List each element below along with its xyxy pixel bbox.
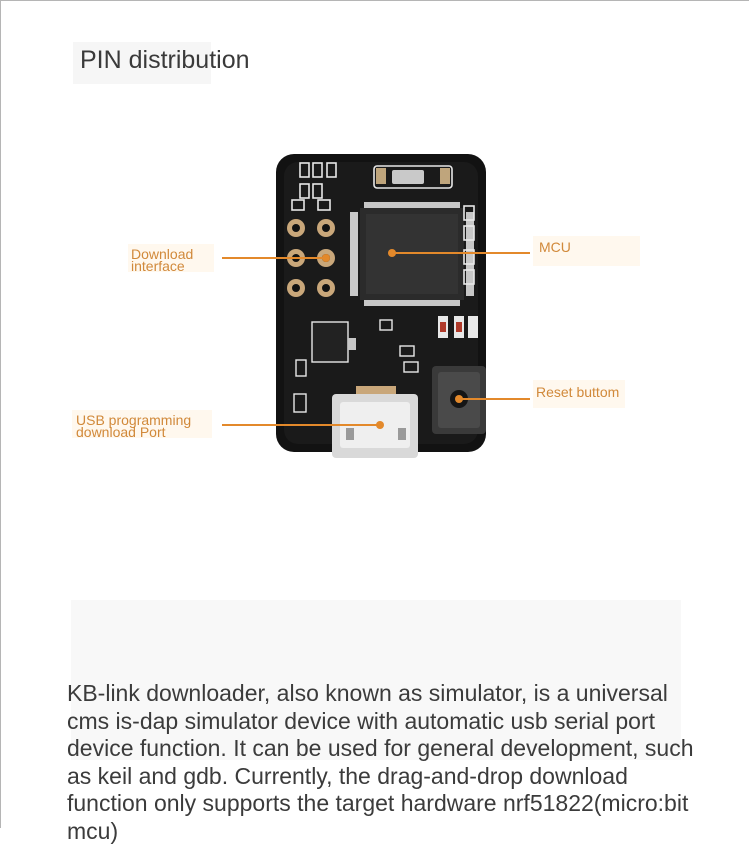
title-background [73, 42, 211, 84]
reset-label-bg [533, 380, 625, 408]
usb-port-line1: USB programming [76, 412, 192, 428]
crystal [392, 170, 424, 184]
download-interface-line2: interface [131, 258, 185, 274]
board-figure: Download interface MCU Reset buttom USB … [72, 154, 640, 458]
download-interface-label: Download interface [131, 246, 194, 274]
description-background [71, 600, 681, 760]
callout-usb [222, 421, 384, 429]
description-paragraph: KB-link downloader, also known as simula… [67, 680, 694, 844]
callout-download [222, 254, 330, 262]
top-left-components [291, 162, 337, 211]
callout-mcu [388, 249, 530, 257]
frame-left-border [0, 0, 1, 828]
download-interface-line1: Download [131, 246, 194, 262]
mcu-label: MCU [539, 239, 571, 255]
reset-button-line1: Reset buttom [536, 384, 620, 400]
led-pads [438, 316, 478, 338]
reset-button-label: Reset buttom [536, 384, 620, 400]
board-image [222, 154, 530, 458]
mcu-label-bg [533, 236, 640, 266]
download-label-bg [128, 244, 214, 272]
usb-label-bg [72, 410, 212, 438]
page-title: PIN distribution [80, 46, 250, 74]
callout-reset [455, 395, 530, 403]
usb-port-line2: download Port [76, 424, 166, 440]
right-components [463, 205, 475, 285]
usb-port-label: USB programming download Port [76, 412, 192, 440]
crystal-outline [373, 165, 453, 189]
frame-top-border [0, 0, 749, 1]
mcu-label-line1: MCU [539, 239, 571, 255]
regulator [311, 321, 349, 363]
